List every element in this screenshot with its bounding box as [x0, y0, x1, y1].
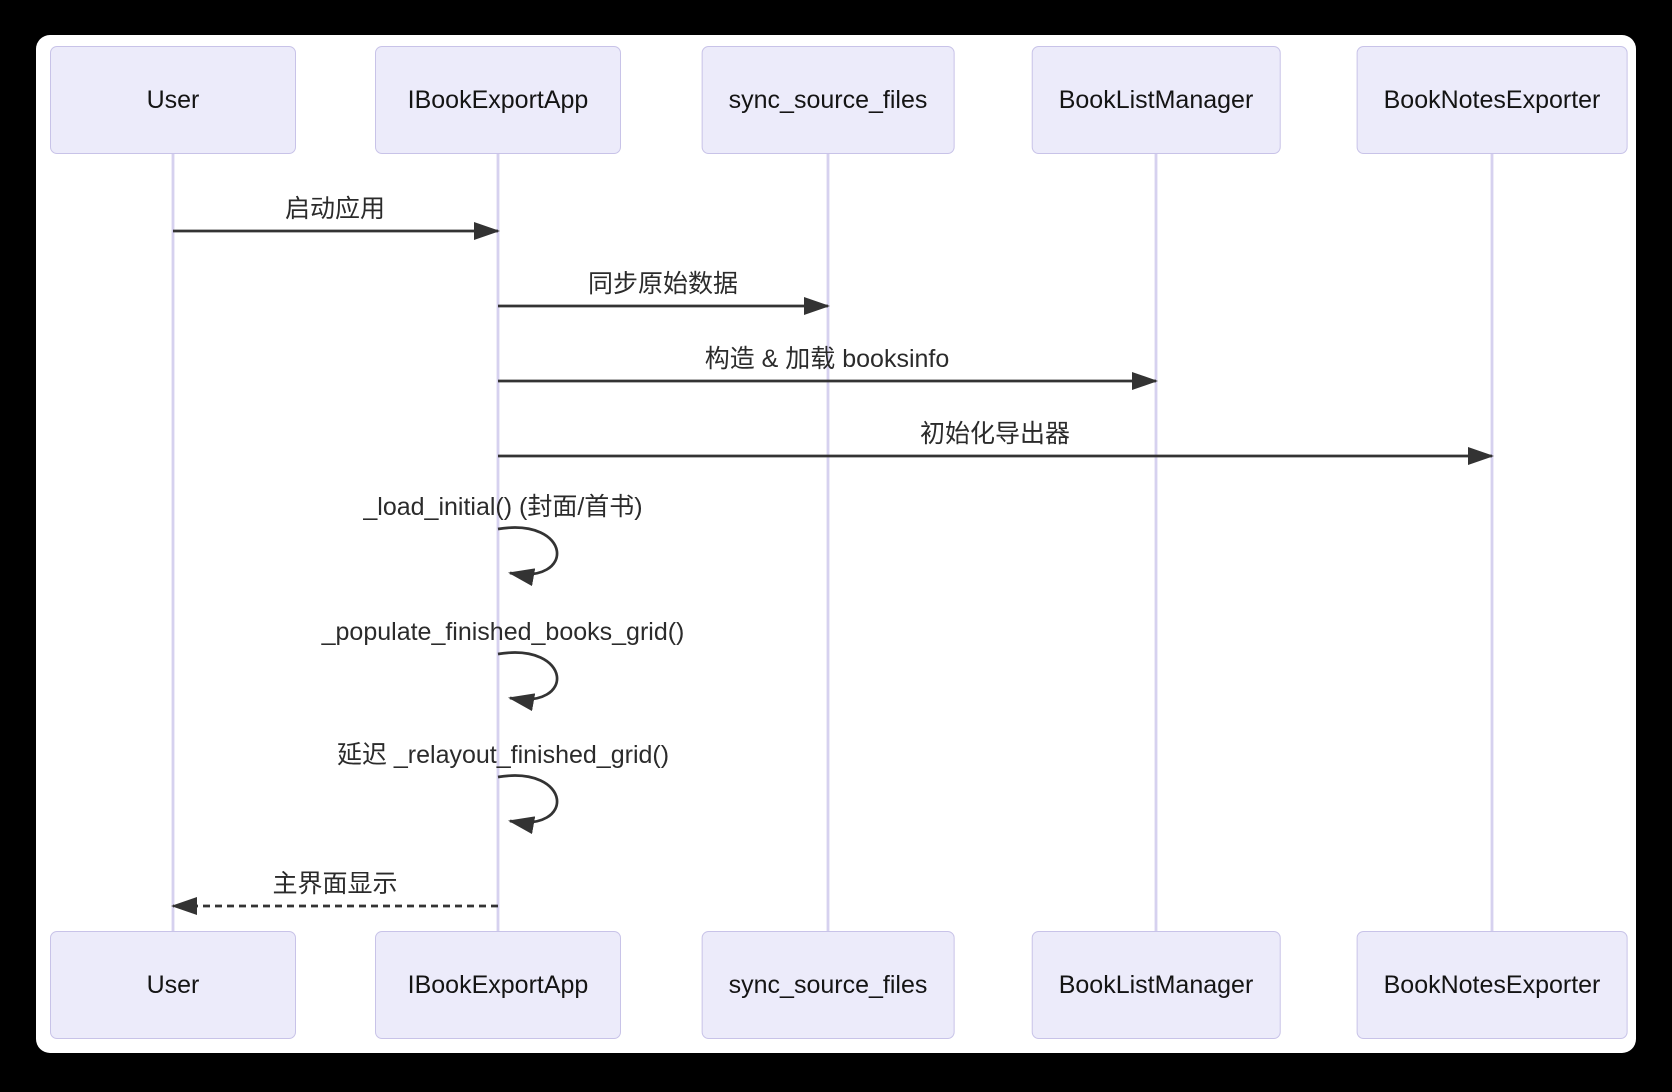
- self-loop-arrow-1: [497, 526, 559, 587]
- sequence-diagram: User IBookExportApp sync_source_files Bo…: [36, 35, 1636, 1053]
- message-label-7: 延迟 _relayout_finished_grid(): [336, 741, 670, 769]
- actor-bottom-user: User: [50, 931, 296, 1039]
- actor-label: BookNotesExporter: [1383, 85, 1601, 114]
- actor-bottom-booknotesexporter: BookNotesExporter: [1356, 931, 1628, 1039]
- message-label-2: 同步原始数据: [587, 270, 739, 298]
- self-loop-arrow-3: [497, 774, 559, 835]
- actor-label: User: [146, 85, 200, 114]
- message-label-4: 初始化导出器: [919, 420, 1071, 448]
- actor-label: IBookExportApp: [407, 85, 589, 114]
- diagram-background: User IBookExportApp sync_source_files Bo…: [36, 35, 1636, 1053]
- actor-top-user: User: [50, 46, 296, 154]
- message-label-3: 构造 & 加载 booksinfo: [704, 345, 950, 373]
- actor-top-booknotesexporter: BookNotesExporter: [1356, 46, 1628, 154]
- message-label-1: 启动应用: [284, 195, 386, 223]
- message-label-8: 主界面显示: [272, 870, 398, 898]
- actor-label: BookListManager: [1058, 970, 1254, 999]
- message-label-5: _load_initial() (封面/首书): [363, 493, 643, 521]
- actor-label: sync_source_files: [728, 970, 928, 999]
- actor-label: User: [146, 970, 200, 999]
- self-loop-arrow-2: [497, 651, 559, 712]
- actor-top-booklistmanager: BookListManager: [1031, 46, 1281, 154]
- actor-label: BookNotesExporter: [1383, 970, 1601, 999]
- actor-bottom-booklistmanager: BookListManager: [1031, 931, 1281, 1039]
- actor-bottom-ibookexportapp: IBookExportApp: [375, 931, 621, 1039]
- diagram-wires: [171, 154, 1494, 932]
- message-label-6: _populate_finished_books_grid(): [321, 618, 685, 646]
- actor-label: sync_source_files: [728, 85, 928, 114]
- actor-label: BookListManager: [1058, 85, 1254, 114]
- actor-top-ibookexportapp: IBookExportApp: [375, 46, 621, 154]
- actor-label: IBookExportApp: [407, 970, 589, 999]
- actor-bottom-sync-source-files: sync_source_files: [701, 931, 955, 1039]
- actor-top-sync-source-files: sync_source_files: [701, 46, 955, 154]
